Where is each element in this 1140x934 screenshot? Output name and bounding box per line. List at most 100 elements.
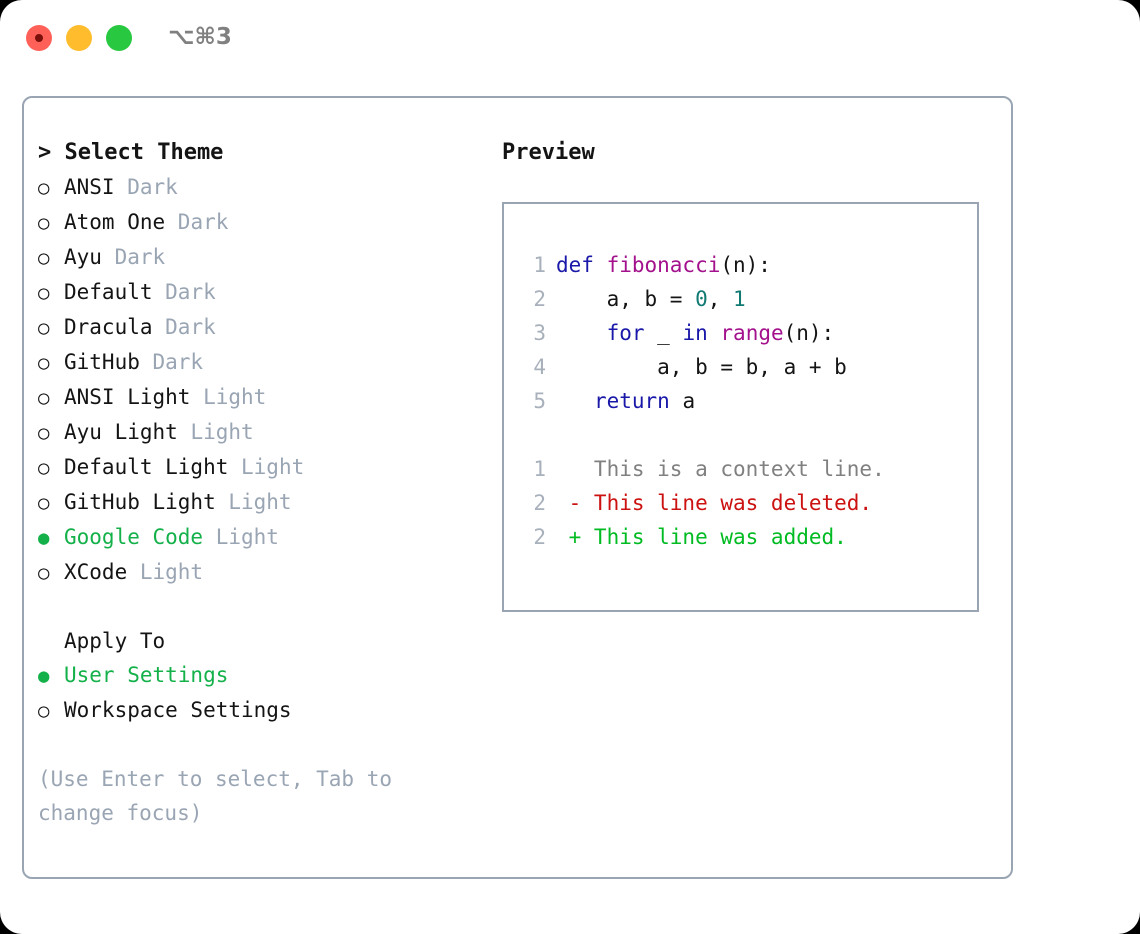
radio-unselected-icon: ○: [38, 457, 50, 479]
theme-option-name: Default: [64, 280, 153, 304]
line-number: 3: [533, 321, 546, 345]
code-line: 4 a, b = b, a + b: [518, 350, 977, 384]
theme-option-ayu-light[interactable]: ○ Ayu Light Light: [38, 415, 478, 450]
theme-option-name: GitHub Light: [64, 490, 216, 514]
theme-option-ayu[interactable]: ○ Ayu Dark: [38, 240, 478, 275]
apply-to-option-name: Workspace Settings: [64, 698, 292, 722]
diff-line: 1 This is a context line.: [518, 452, 977, 486]
theme-option-variant-tag: Dark: [139, 350, 204, 374]
apply-to-header: Apply To: [64, 629, 166, 653]
theme-option-default-light[interactable]: ○ Default Light Light: [38, 450, 478, 485]
apply-to-option-workspace-settings[interactable]: ○ Workspace Settings: [38, 693, 478, 728]
theme-option-github-light[interactable]: ○GitHub Light Light: [38, 485, 478, 520]
main-panel: > Select Theme ○ANSI Dark○Atom One Dark○…: [22, 96, 1013, 879]
diff-sample: 1 This is a context line. 2 - This line w…: [518, 452, 977, 554]
code-token-txt: ,: [707, 287, 734, 311]
code-token-num: 1: [733, 287, 746, 311]
help-hint-text: (Use Enter to select, Tab to change focu…: [38, 767, 393, 825]
theme-list[interactable]: ○ ANSI Dark ○ Atom One Dark ○ Ayu Dark ○ Defaul…: [38, 170, 478, 590]
line-number: 2: [533, 287, 546, 311]
code-token-txt: a, b = b, a + b: [556, 355, 847, 379]
line-number: 2: [533, 491, 546, 515]
theme-option-variant-tag: Light: [228, 455, 305, 479]
code-token-ctx: This is a context line.: [556, 457, 885, 481]
apply-to-option-user-settings[interactable]: ● User Settings: [38, 658, 478, 693]
theme-option-name: ANSI: [64, 175, 115, 199]
code-token-txt: (n):: [720, 253, 771, 277]
theme-option-atom-one[interactable]: ○ Atom One Dark: [38, 205, 478, 240]
radio-selected-icon: ●: [38, 665, 50, 687]
theme-option-name: Dracula: [64, 315, 153, 339]
line-number: 4: [533, 355, 546, 379]
code-token-add: + This line was added.: [556, 525, 847, 549]
line-number: 5: [533, 389, 546, 413]
code-token-txt: _: [644, 321, 683, 345]
theme-option-name: Default Light: [64, 455, 229, 479]
theme-option-ansi-light[interactable]: ○ ANSI Light Light: [38, 380, 478, 415]
preview-header: Preview: [502, 140, 595, 165]
code-line: 3 for _ in range(n):: [518, 316, 977, 350]
apply-to-list[interactable]: ● User Settings ○ Workspace Settings: [38, 658, 478, 728]
code-line: 2 a, b = 0, 1: [518, 282, 977, 316]
code-token-txt: [556, 316, 607, 350]
theme-option-variant-tag: Dark: [152, 280, 216, 304]
theme-option-variant-tag: Light: [177, 420, 254, 444]
theme-selector-column: > Select Theme ○ANSI Dark○Atom One Dark○…: [38, 136, 478, 830]
theme-option-name: XCode: [64, 560, 128, 584]
theme-option-variant-tag: Dark: [165, 210, 229, 234]
theme-option-name: GitHub: [64, 350, 140, 374]
radio-unselected-icon: ○: [38, 387, 50, 409]
theme-option-variant-tag: Dark: [114, 175, 178, 199]
code-token-txt: a, b =: [556, 287, 696, 311]
theme-option-ansi[interactable]: ○ ANSI Dark: [38, 170, 478, 205]
code-line: 5 return a: [518, 384, 977, 418]
code-token-kw: for: [606, 321, 645, 345]
code-token-txt: (n):: [783, 321, 835, 345]
line-number: 1: [533, 457, 546, 481]
theme-option-google-code[interactable]: ● Google Code Light: [38, 520, 478, 555]
radio-unselected-icon: ○: [38, 492, 50, 514]
theme-option-github[interactable]: ○GitHub Dark: [38, 345, 478, 380]
minimize-window-button[interactable]: [66, 25, 92, 51]
radio-unselected-icon: ○: [38, 422, 50, 444]
radio-unselected-icon: ○: [38, 317, 50, 339]
theme-option-variant-tag: Light: [203, 525, 279, 549]
code-token-kw: in: [682, 321, 708, 345]
code-token-kw: return: [593, 389, 670, 413]
diff-line: 2 + This line was added.: [518, 520, 977, 554]
theme-option-dracula[interactable]: ○ Dracula Dark: [38, 310, 478, 345]
line-number: 1: [533, 253, 546, 277]
apply-to-option-name: User Settings: [64, 663, 229, 687]
theme-option-variant-tag: Dark: [101, 245, 166, 269]
radio-unselected-icon: ○: [38, 282, 50, 304]
theme-option-name: ANSI Light: [64, 385, 191, 409]
code-diff-spacer: [518, 418, 977, 452]
maximize-window-button[interactable]: [106, 25, 132, 51]
theme-option-name: Ayu Light: [64, 420, 178, 444]
radio-unselected-icon: ○: [38, 247, 50, 269]
radio-unselected-icon: ○: [38, 212, 50, 234]
radio-selected-icon: ●: [38, 527, 50, 549]
theme-option-name: Atom One: [64, 210, 166, 234]
code-token-fn: range: [720, 321, 784, 345]
theme-option-xcode[interactable]: ○XCode Light: [38, 555, 478, 590]
theme-option-default[interactable]: ○ Default Dark: [38, 275, 478, 310]
radio-unselected-icon: ○: [38, 700, 50, 722]
line-number: 2: [533, 525, 546, 549]
keyboard-shortcut-label: ⌥⌘3: [168, 24, 232, 50]
code-token-del: - This line was deleted.: [556, 491, 873, 515]
theme-option-variant-tag: Dark: [152, 315, 216, 339]
radio-unselected-icon: ○: [38, 177, 50, 199]
theme-option-name: Google Code: [64, 525, 204, 549]
theme-option-variant-tag: Light: [190, 385, 267, 409]
code-token-num: 0: [695, 287, 708, 311]
code-token-txt: [708, 316, 721, 350]
select-theme-header: > Select Theme: [38, 140, 224, 165]
code-token-kw: def: [556, 253, 607, 277]
radio-unselected-icon: ○: [38, 562, 50, 584]
theme-option-name: Ayu: [64, 245, 102, 269]
